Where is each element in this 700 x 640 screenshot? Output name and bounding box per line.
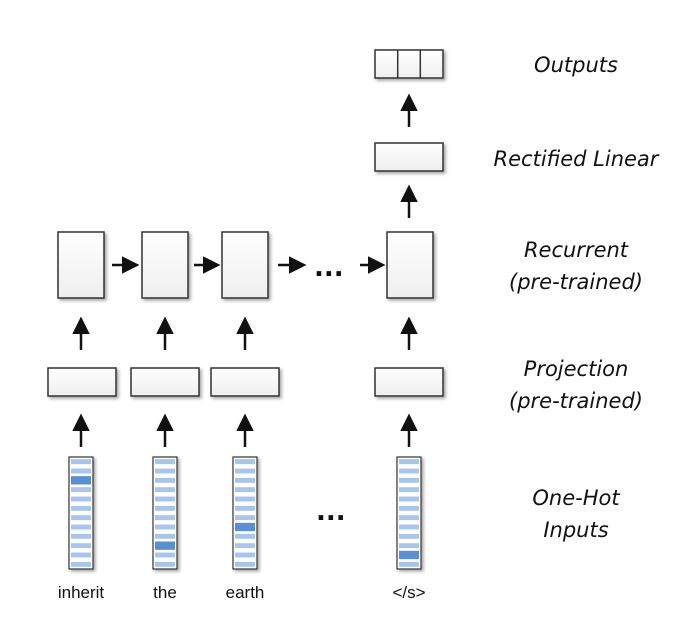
outputs-layer [374, 49, 444, 79]
onehot-cell [235, 543, 255, 549]
label-rectified-linear: Rectified Linear [494, 147, 660, 171]
label-recurrent: Recurrent [524, 238, 629, 262]
onehot-cell [155, 533, 175, 539]
recurrent-cell [221, 231, 269, 299]
onehot-vector-frame [152, 456, 178, 570]
onehot-vector [68, 456, 94, 570]
onehot-cell [235, 515, 255, 521]
onehot-cell [235, 459, 255, 465]
onehot-inputs [68, 456, 422, 570]
projection-box [210, 367, 280, 397]
onehot-cell [155, 524, 175, 530]
onehot-cell [399, 477, 419, 483]
projection-box [47, 367, 117, 397]
label-recurrent-pretrained: (pre-trained) [509, 270, 643, 294]
vertical-arrows [72, 93, 418, 447]
onehot-cell [155, 487, 175, 493]
onehot-cell [155, 477, 175, 483]
onehot-cell [235, 505, 255, 511]
onehot-cell [399, 487, 419, 493]
onehot-cell [399, 515, 419, 521]
onehot-vector [232, 456, 258, 570]
onehot-vector-frame [396, 456, 422, 570]
inputs-ellipsis: ... [316, 497, 346, 527]
onehot-cell [71, 487, 91, 493]
onehot-active-cell [399, 550, 419, 560]
projection-layer [47, 367, 444, 397]
onehot-cell [399, 533, 419, 539]
recurrent-layer [57, 231, 434, 299]
onehot-cell [235, 496, 255, 502]
onehot-cell [71, 543, 91, 549]
rectified-linear-box [374, 142, 444, 172]
onehot-cell [71, 459, 91, 465]
recurrent-ellipsis: ... [314, 253, 344, 283]
onehot-vector-frame [68, 456, 94, 570]
onehot-cell [399, 524, 419, 530]
onehot-cell [71, 505, 91, 511]
onehot-cell [155, 561, 175, 567]
onehot-cell [71, 515, 91, 521]
projection-box [130, 367, 200, 397]
onehot-cell [399, 496, 419, 502]
recurrent-cell [57, 231, 105, 299]
recurrent-cell [141, 231, 189, 299]
onehot-cell [71, 561, 91, 567]
label-outputs: Outputs [534, 53, 618, 77]
onehot-cell [71, 496, 91, 502]
label-onehot: One-Hot [532, 486, 620, 510]
onehot-cell [71, 468, 91, 474]
token-word: inherit [58, 583, 105, 602]
onehot-cell [399, 561, 419, 567]
onehot-cell [155, 552, 175, 558]
label-projection: Projection [524, 357, 629, 381]
onehot-cell [235, 552, 255, 558]
recurrent-cell [386, 231, 434, 299]
token-word: earth [226, 583, 265, 602]
onehot-cell [399, 468, 419, 474]
onehot-active-cell [235, 522, 255, 532]
token-word: the [153, 583, 177, 602]
onehot-vector [152, 456, 178, 570]
label-projection-pretrained: (pre-trained) [509, 389, 643, 413]
onehot-active-cell [71, 476, 91, 485]
token-word: </s> [392, 583, 425, 602]
onehot-cell [155, 496, 175, 502]
onehot-cell [235, 561, 255, 567]
onehot-cell [155, 459, 175, 465]
onehot-cell [399, 459, 419, 465]
onehot-active-cell [155, 541, 175, 550]
onehot-cell [399, 505, 419, 511]
label-inputs: Inputs [543, 518, 608, 542]
onehot-cell [399, 543, 419, 549]
onehot-cell [155, 515, 175, 521]
onehot-cell [155, 505, 175, 511]
onehot-cell [235, 477, 255, 483]
onehot-cell [155, 468, 175, 474]
projection-box [374, 367, 444, 397]
onehot-vector-frame [232, 456, 258, 570]
onehot-cell [235, 533, 255, 539]
onehot-cell [71, 552, 91, 558]
onehot-vector [396, 456, 422, 570]
onehot-cell [71, 533, 91, 539]
onehot-cell [235, 468, 255, 474]
onehot-cell [235, 487, 255, 493]
onehot-cell [71, 524, 91, 530]
output-box [374, 49, 444, 79]
